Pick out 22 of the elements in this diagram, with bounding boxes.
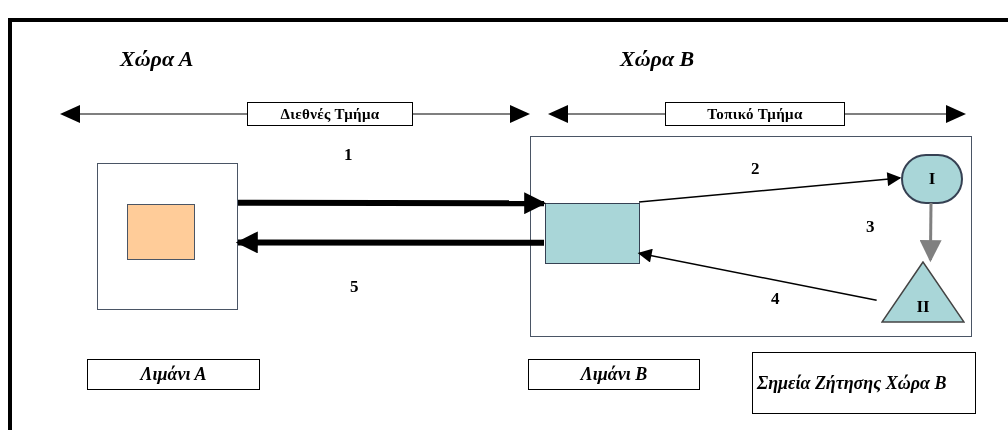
square-shape <box>545 203 640 264</box>
text-box: Τοπικό Τμήμα <box>665 102 845 126</box>
region-box <box>530 136 972 337</box>
text-box: Λιμάνι Α <box>87 359 260 390</box>
arrow <box>238 192 547 215</box>
arrow <box>235 231 544 254</box>
text-box: Λιμάνι Β <box>528 359 700 390</box>
edge-label: 5 <box>350 278 359 295</box>
arrow <box>638 172 902 203</box>
triangle-shape: ΙΙ <box>881 261 965 323</box>
edge-label: 4 <box>771 290 780 307</box>
country-title: Χώρα Β <box>620 48 695 70</box>
text-box: Διεθνές Τμήμα <box>247 102 413 126</box>
country-title: Χώρα Α <box>120 48 194 70</box>
text-box: Σημεία Ζήτησης Χώρα Β <box>752 352 976 414</box>
edge-label: 3 <box>866 218 875 235</box>
arrow <box>637 248 878 302</box>
edge-label: 1 <box>344 146 353 163</box>
arrow <box>919 203 942 263</box>
edge-label: 2 <box>751 160 760 177</box>
square-shape <box>127 204 195 260</box>
region-box <box>97 163 238 310</box>
